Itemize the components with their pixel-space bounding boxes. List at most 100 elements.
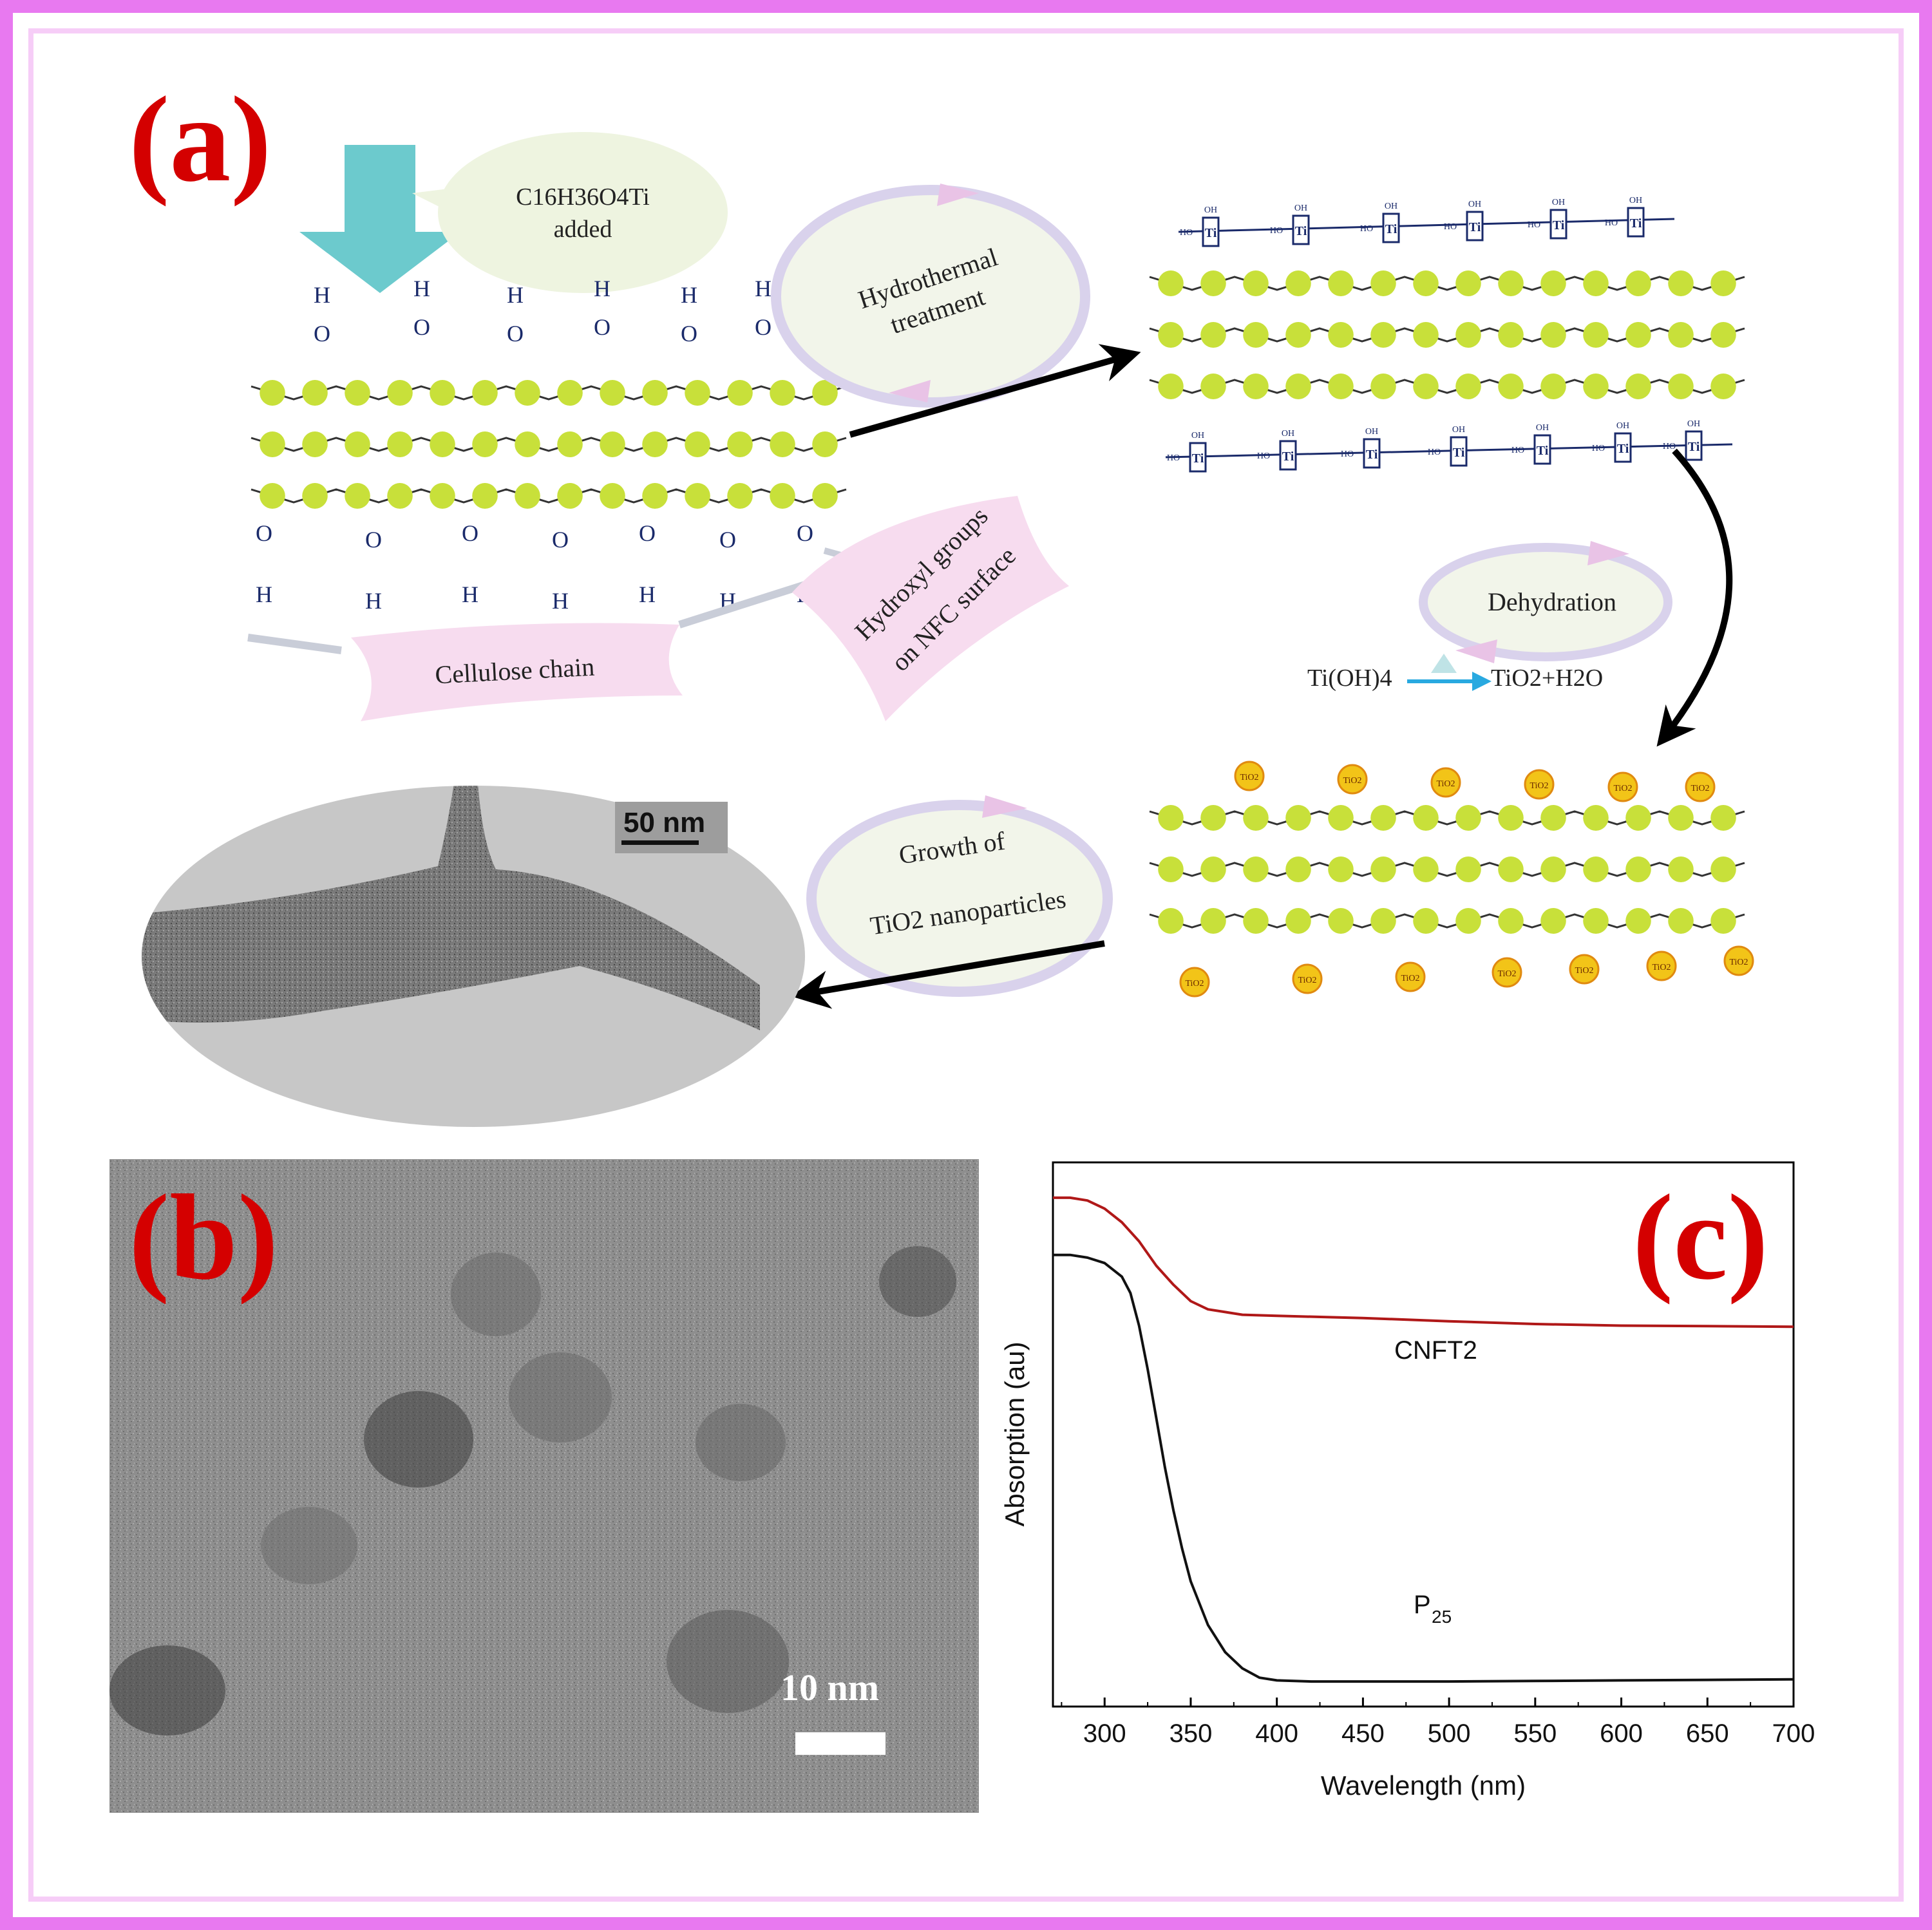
glucose-ring	[1200, 805, 1226, 831]
glucose-ring	[1668, 908, 1694, 934]
glucose-ring	[1370, 805, 1396, 831]
oh-label: OH	[1191, 431, 1204, 440]
glucose-ring	[1710, 270, 1736, 296]
ti-label: Ti	[1453, 446, 1465, 460]
tem-scale-label: 50 nm	[623, 807, 705, 838]
glucose-ring	[1200, 908, 1226, 934]
glucose-ring	[260, 483, 285, 509]
glucose-ring	[1498, 322, 1524, 348]
tio2-particle	[1607, 771, 1638, 802]
glucose-ring	[1158, 374, 1184, 399]
hrtem-scale-label: 10 nm	[781, 1667, 879, 1708]
oh-label: OH	[1629, 196, 1642, 205]
tio2-particle-label: TiO2	[1298, 976, 1316, 985]
reaction-reactant: Ti(OH)4	[1307, 665, 1392, 692]
glucose-ring	[1710, 805, 1736, 831]
hrtem-dark-particles	[109, 1246, 956, 1736]
glucose-ring	[1328, 805, 1354, 831]
glucose-ring	[1540, 805, 1566, 831]
hydroxyl-o-bottom: O	[256, 520, 272, 546]
dehydration-cycle-ring	[1419, 543, 1672, 661]
glucose-ring	[515, 483, 540, 509]
tio2-particle	[1646, 951, 1677, 981]
glucose-ring	[1285, 374, 1311, 399]
glucose-ring	[1498, 805, 1524, 831]
tem-image-large: 50 nm	[142, 786, 805, 1127]
hydroxyl-h-bottom: H	[462, 582, 478, 607]
oh-label: OH	[1385, 202, 1397, 211]
hydroxyl-h-bottom: H	[365, 588, 382, 614]
tio2-particle	[1492, 957, 1522, 988]
glucose-ring	[727, 431, 753, 457]
oh-label: OH	[1204, 205, 1217, 215]
panel-b-label: (b)	[129, 1170, 278, 1305]
ti-label: Ti	[1385, 222, 1397, 236]
glucose-ring	[260, 431, 285, 457]
x-tick-label: 500	[1428, 1719, 1471, 1748]
glucose-ring	[1285, 856, 1311, 882]
hydroxyl-o-top: O	[314, 321, 330, 346]
glucose-ring	[1583, 270, 1609, 296]
ti-center	[1549, 209, 1567, 240]
hydroxyl-h-bottom: H	[552, 588, 569, 614]
glucose-ring	[1668, 805, 1694, 831]
glucose-ring	[1710, 856, 1736, 882]
series-line-p25	[1053, 1253, 1794, 1683]
hydroxyl-o-top: O	[755, 314, 772, 340]
x-tick-label: 550	[1513, 1719, 1557, 1748]
glucose-ring	[1668, 270, 1694, 296]
glucose-ring	[1625, 374, 1651, 399]
x-tick-label: 400	[1255, 1719, 1298, 1748]
ti-label: Ti	[1469, 220, 1481, 234]
glucose-ring	[1243, 270, 1269, 296]
glucose-ring	[515, 431, 540, 457]
glucose-ring	[1285, 322, 1311, 348]
glucose-ring	[1413, 374, 1439, 399]
glucose-ring	[600, 483, 625, 509]
hydroxyl-o-bottom: O	[462, 520, 478, 546]
glucose-ring	[727, 380, 753, 406]
oh-label: OH	[1687, 419, 1700, 429]
ti-center	[1363, 438, 1381, 469]
glucose-ring	[302, 431, 328, 457]
cellulose-banner	[351, 623, 683, 721]
ti-label: Ti	[1205, 226, 1217, 240]
panel-c-label: (c)	[1633, 1170, 1768, 1305]
glucose-ring	[642, 431, 668, 457]
dehydration-arrowhead-top	[1587, 541, 1629, 565]
reaction-products: TiO2+H2O	[1491, 665, 1603, 692]
glucose-ring	[1710, 322, 1736, 348]
ti-label: Ti	[1366, 448, 1378, 462]
arrow-to-tem	[791, 940, 1105, 1009]
arrow-to-hydrothermal-product	[849, 344, 1141, 438]
ti-label: Ti	[1282, 449, 1294, 464]
cellulose-sheet-initial	[251, 380, 847, 509]
glucose-ring	[770, 483, 795, 509]
glucose-ring	[1710, 374, 1736, 399]
hydroxyl-o-bottom: O	[639, 520, 656, 546]
x-tick-label: 700	[1772, 1719, 1815, 1748]
reaction-heat-triangle	[1431, 654, 1457, 673]
glucose-ring	[1498, 908, 1524, 934]
tio2-particle-label: TiO2	[1729, 958, 1748, 967]
hydroxyl-h-top: H	[755, 276, 772, 301]
glucose-ring	[1498, 374, 1524, 399]
tio2-particle	[1723, 945, 1754, 976]
glucose-ring	[1370, 322, 1396, 348]
oh-label: OH	[1616, 421, 1629, 431]
glucose-ring	[685, 431, 710, 457]
glucose-ring	[1285, 908, 1311, 934]
dehydration-arrowhead-bottom	[1455, 639, 1497, 663]
glucose-ring	[1625, 805, 1651, 831]
glucose-ring	[430, 380, 455, 406]
glucose-ring	[557, 380, 583, 406]
ti-center	[1614, 432, 1632, 463]
ti-center	[1202, 216, 1220, 247]
ho-label: HO	[1444, 222, 1457, 232]
tio2-particle-label: TiO2	[1690, 784, 1709, 793]
hydroxyl-o-bottom: O	[719, 527, 736, 553]
hydroxyl-o-top: O	[681, 321, 697, 346]
glucose-ring	[1328, 856, 1354, 882]
glucose-ring	[770, 380, 795, 406]
glucose-ring	[1710, 908, 1736, 934]
